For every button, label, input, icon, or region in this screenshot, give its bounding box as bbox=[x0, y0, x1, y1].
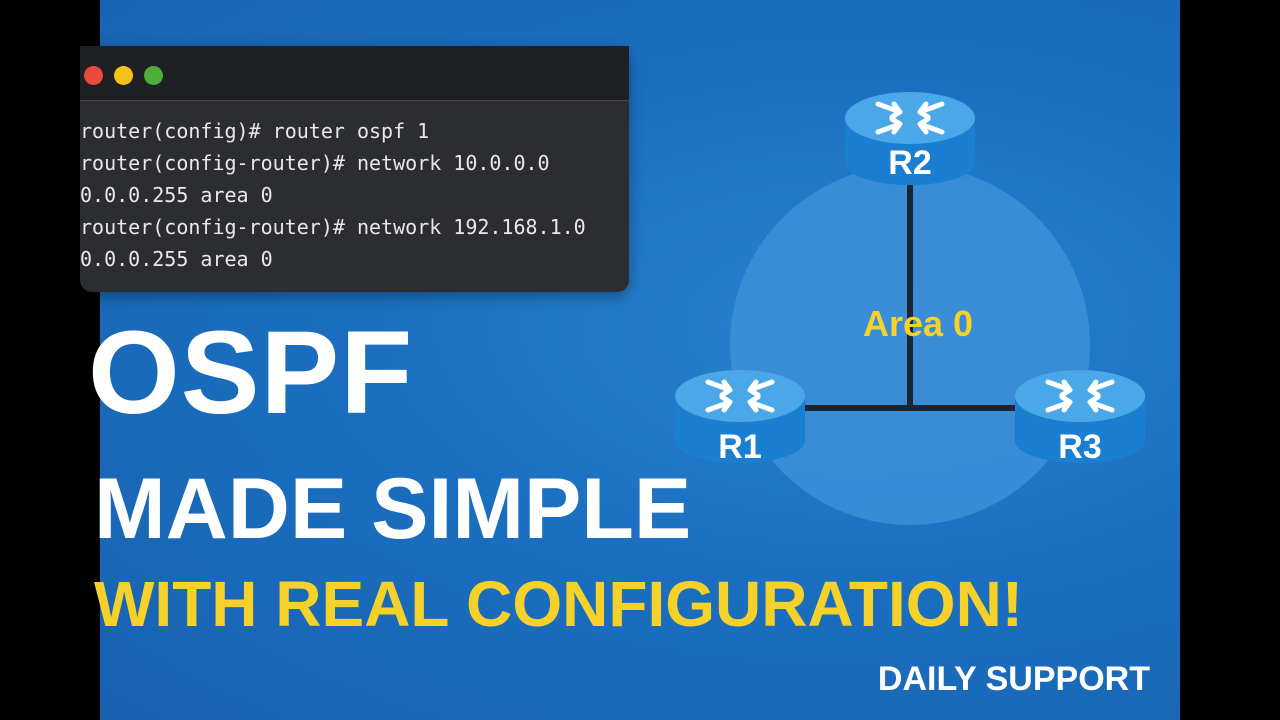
headline-ospf: OSPF bbox=[88, 307, 414, 439]
brand-daily-support: DAILY SUPPORT bbox=[877, 660, 1150, 698]
terminal-line: 0.0.0.255 area 0 bbox=[80, 247, 273, 271]
terminal-line: router(config-router)# network 192.168.1… bbox=[80, 215, 586, 239]
router-r3: R3 bbox=[1015, 370, 1145, 466]
terminal-line: router(config)# router ospf 1 bbox=[80, 119, 430, 143]
maximize-dot-icon bbox=[144, 66, 163, 85]
terminal-line: 0.0.0.255 area 0 bbox=[80, 183, 273, 207]
ospf-topology-diagram: Area 0 R2 R1 R3 bbox=[675, 92, 1145, 525]
thumbnail-canvas: Area 0 R2 R1 R3 router(config)# route bbox=[80, 0, 1180, 720]
minimize-dot-icon bbox=[114, 66, 133, 85]
right-letterbox bbox=[1180, 0, 1280, 720]
router-r1: R1 bbox=[675, 370, 805, 466]
headline-made-simple: MADE SIMPLE bbox=[94, 461, 692, 557]
terminal-title-bar bbox=[80, 46, 629, 101]
terminal-body: router(config)# router ospf 1 router(con… bbox=[80, 101, 629, 275]
router-r1-label: R1 bbox=[718, 428, 761, 466]
area-label: Area 0 bbox=[863, 303, 973, 344]
router-r3-label: R3 bbox=[1058, 428, 1101, 466]
close-dot-icon bbox=[84, 66, 103, 85]
terminal-window: router(config)# router ospf 1 router(con… bbox=[80, 46, 629, 292]
terminal-line: router(config-router)# network 10.0.0.0 bbox=[80, 151, 550, 175]
router-r2-label: R2 bbox=[888, 144, 931, 182]
router-r2: R2 bbox=[845, 92, 975, 185]
headline-with-real-configuration: WITH REAL CONFIGURATION! bbox=[94, 568, 1024, 640]
